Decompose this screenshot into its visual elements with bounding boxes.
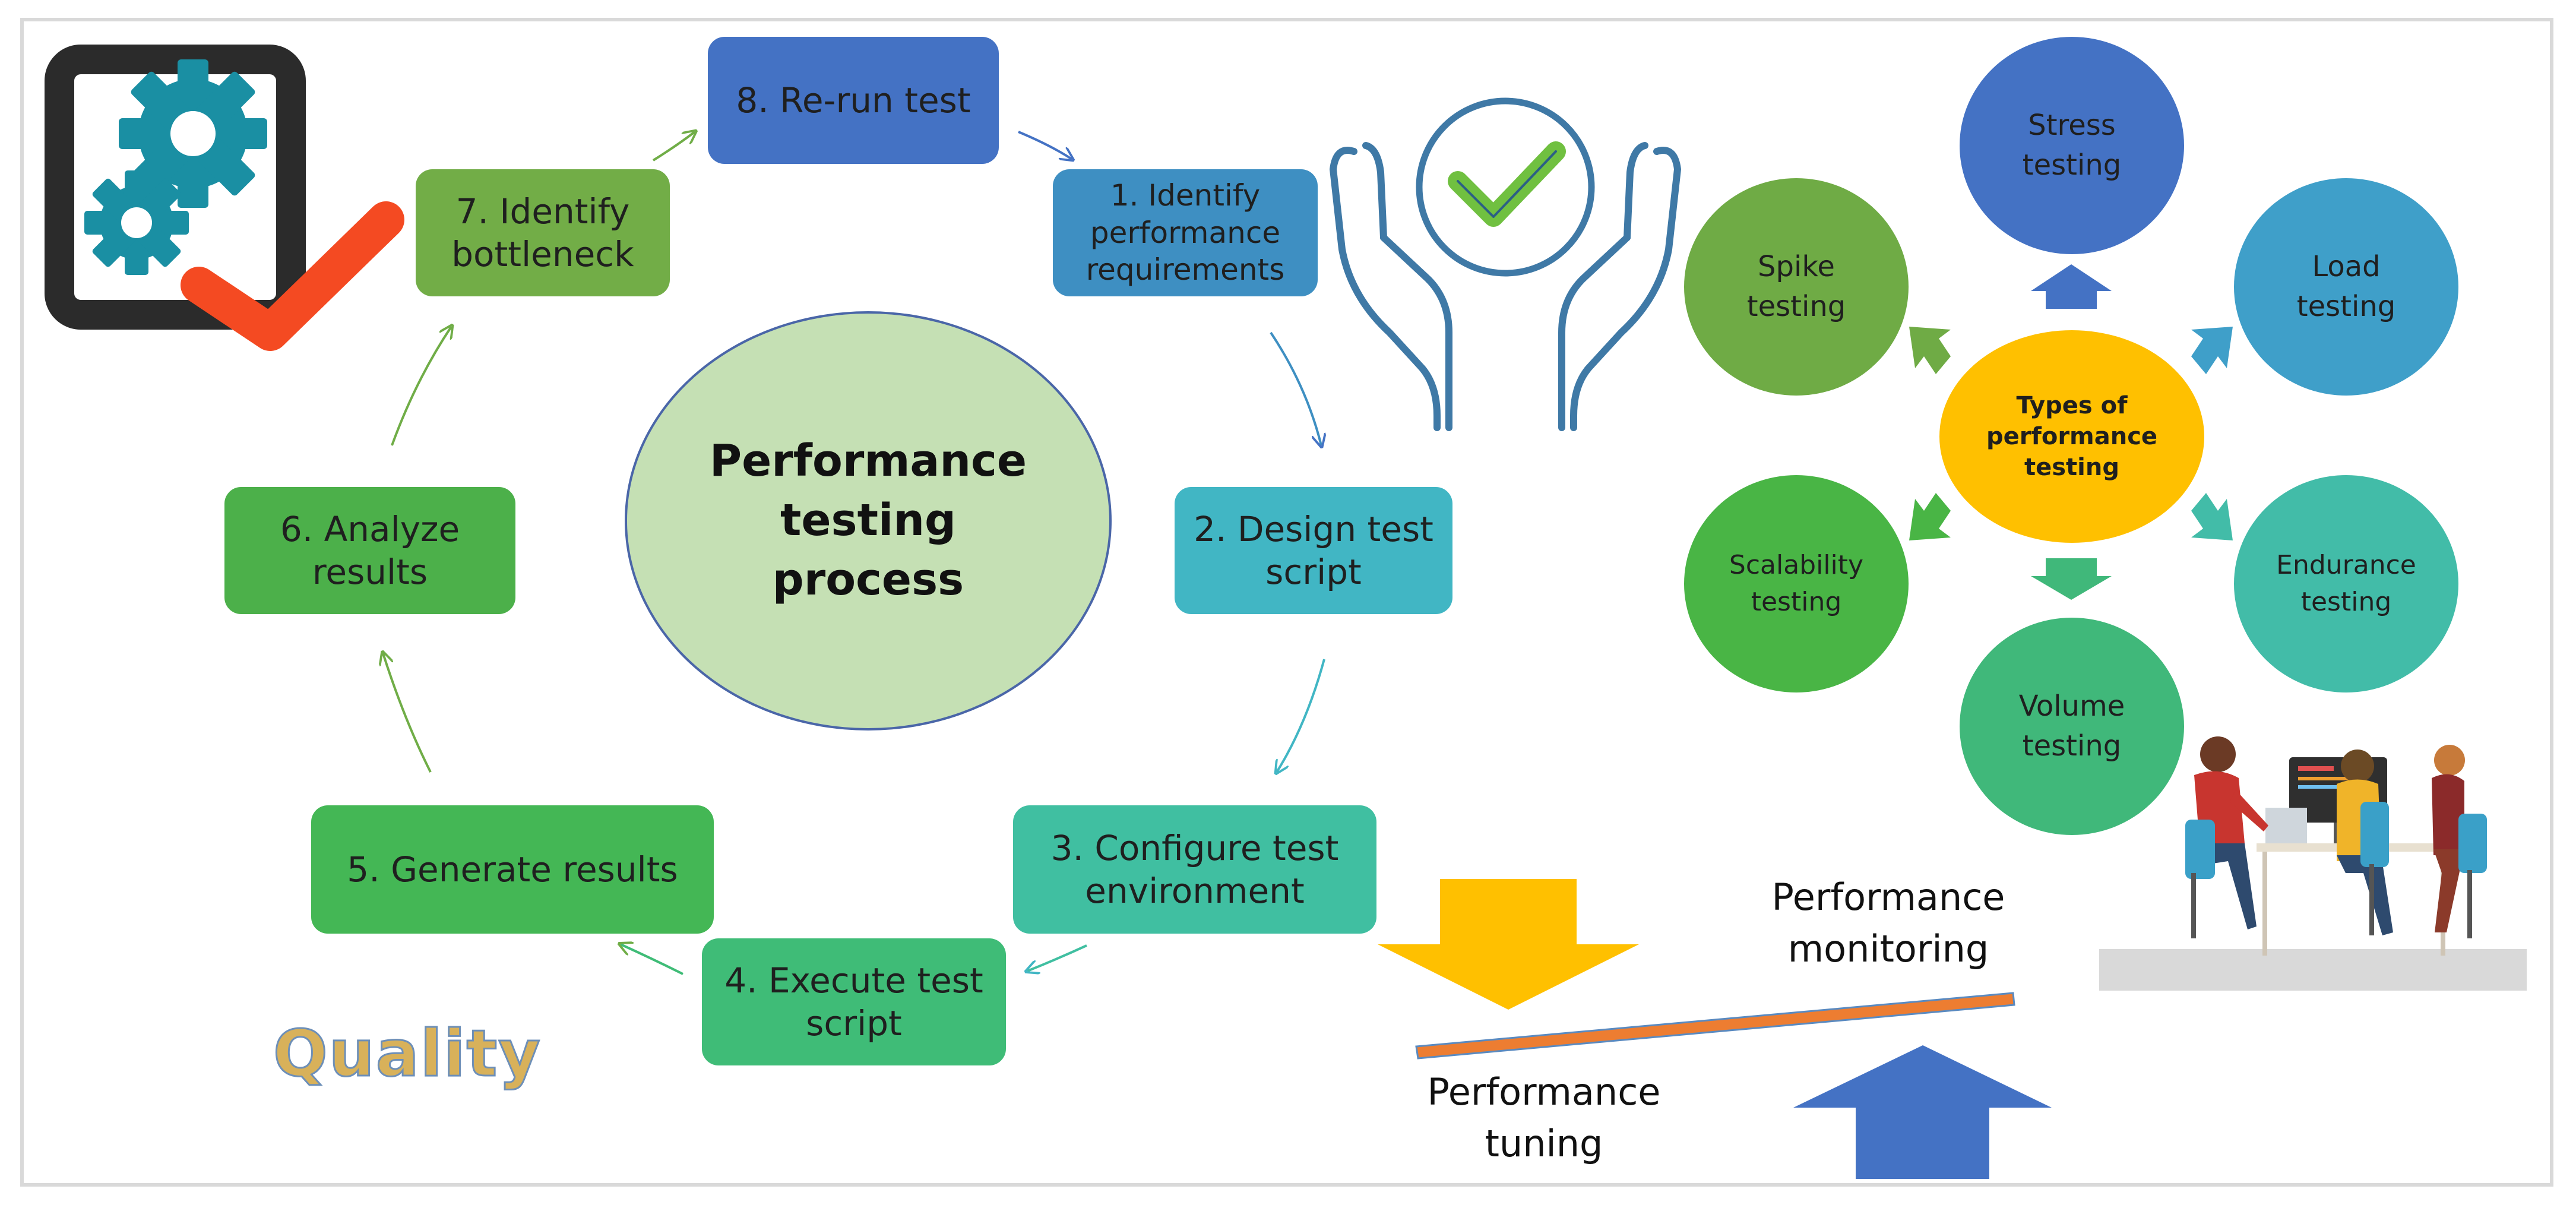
step-4-box: 4. Execute test script [702, 938, 1006, 1065]
team-illustration [2099, 736, 2527, 991]
blue-up-arrow [1793, 1045, 2052, 1179]
type-load: Load testing [2234, 178, 2458, 396]
step-3-label: 3. Configure test environment [1050, 827, 1339, 912]
connector-7-to-8 [652, 132, 695, 162]
arrow-to-volume [2031, 558, 2112, 600]
type-endurance: Endurance testing [2234, 475, 2458, 692]
step-5-box: 5. Generate results [311, 805, 714, 934]
types-center: Types of performance testing [1939, 330, 2204, 543]
connector-5-to-6 [383, 653, 432, 773]
connector-4-to-5 [621, 944, 683, 975]
connector-2-to-3 [1277, 659, 1325, 772]
type-scalability: Scalability testing [1684, 475, 1909, 692]
step-2-label: 2. Design test script [1194, 508, 1433, 593]
type-spike: Spike testing [1684, 178, 1909, 396]
arrow-to-spike [1909, 327, 1951, 374]
step-8-box: 8. Re-run test [708, 37, 999, 164]
step-6-label: 6. Analyze results [280, 508, 460, 593]
diagram-frame [20, 18, 2553, 1187]
types-center-label: Types of performance testing [1986, 392, 2158, 481]
performance-tuning-label: Performance tuning [1427, 1070, 1661, 1165]
arrow-to-load [2191, 327, 2233, 374]
arrow-to-endurance [2191, 493, 2233, 540]
type-stress: Stress testing [1960, 37, 2184, 254]
step-3-box: 3. Configure test environment [1013, 805, 1376, 934]
process-center-circle: Performance testing process [625, 311, 1112, 731]
type-arrows [1909, 264, 2233, 600]
step-5-label: 5. Generate results [347, 849, 678, 890]
balance-graphic [1378, 879, 2052, 1179]
performance-monitoring-label: Performance monitoring [1771, 875, 2005, 970]
type-stress-label: Stress testing [2022, 108, 2122, 182]
step-4-label: 4. Execute test script [724, 960, 983, 1044]
type-endurance-label: Endurance testing [2276, 550, 2416, 617]
type-volume-label: Volume testing [2018, 689, 2125, 763]
arrow-to-stress [2031, 264, 2112, 309]
process-center-title: Performance testing process [709, 435, 1027, 605]
step-2-box: 2. Design test script [1175, 487, 1452, 614]
step-7-label: 7. Identify bottleneck [451, 191, 634, 275]
step-1-label: 1. Identify performance requirements [1086, 178, 1285, 287]
connector-6-to-7 [391, 327, 451, 446]
quality-label: Quality [273, 1016, 542, 1092]
balance-beam [1415, 992, 2015, 1060]
step-7-box: 7. Identify bottleneck [416, 169, 670, 296]
connector-3-to-4 [1027, 944, 1087, 971]
hands-check-icon [1330, 97, 1681, 431]
type-load-label: Load testing [2296, 249, 2396, 323]
type-spike-label: Spike testing [1746, 249, 1846, 323]
connector-8-to-1 [1018, 131, 1072, 159]
step-8-label: 8. Re-run test [736, 80, 971, 121]
step-6-box: 6. Analyze results [224, 487, 515, 614]
type-scalability-label: Scalability testing [1729, 550, 1864, 617]
yellow-down-arrow [1378, 879, 1639, 1010]
arrow-to-scalability [1909, 493, 1951, 540]
gears-check-icon [45, 45, 404, 351]
type-volume: Volume testing [1960, 618, 2184, 835]
connector-1-to-2 [1270, 331, 1321, 445]
step-1-box: 1. Identify performance requirements [1053, 169, 1318, 296]
